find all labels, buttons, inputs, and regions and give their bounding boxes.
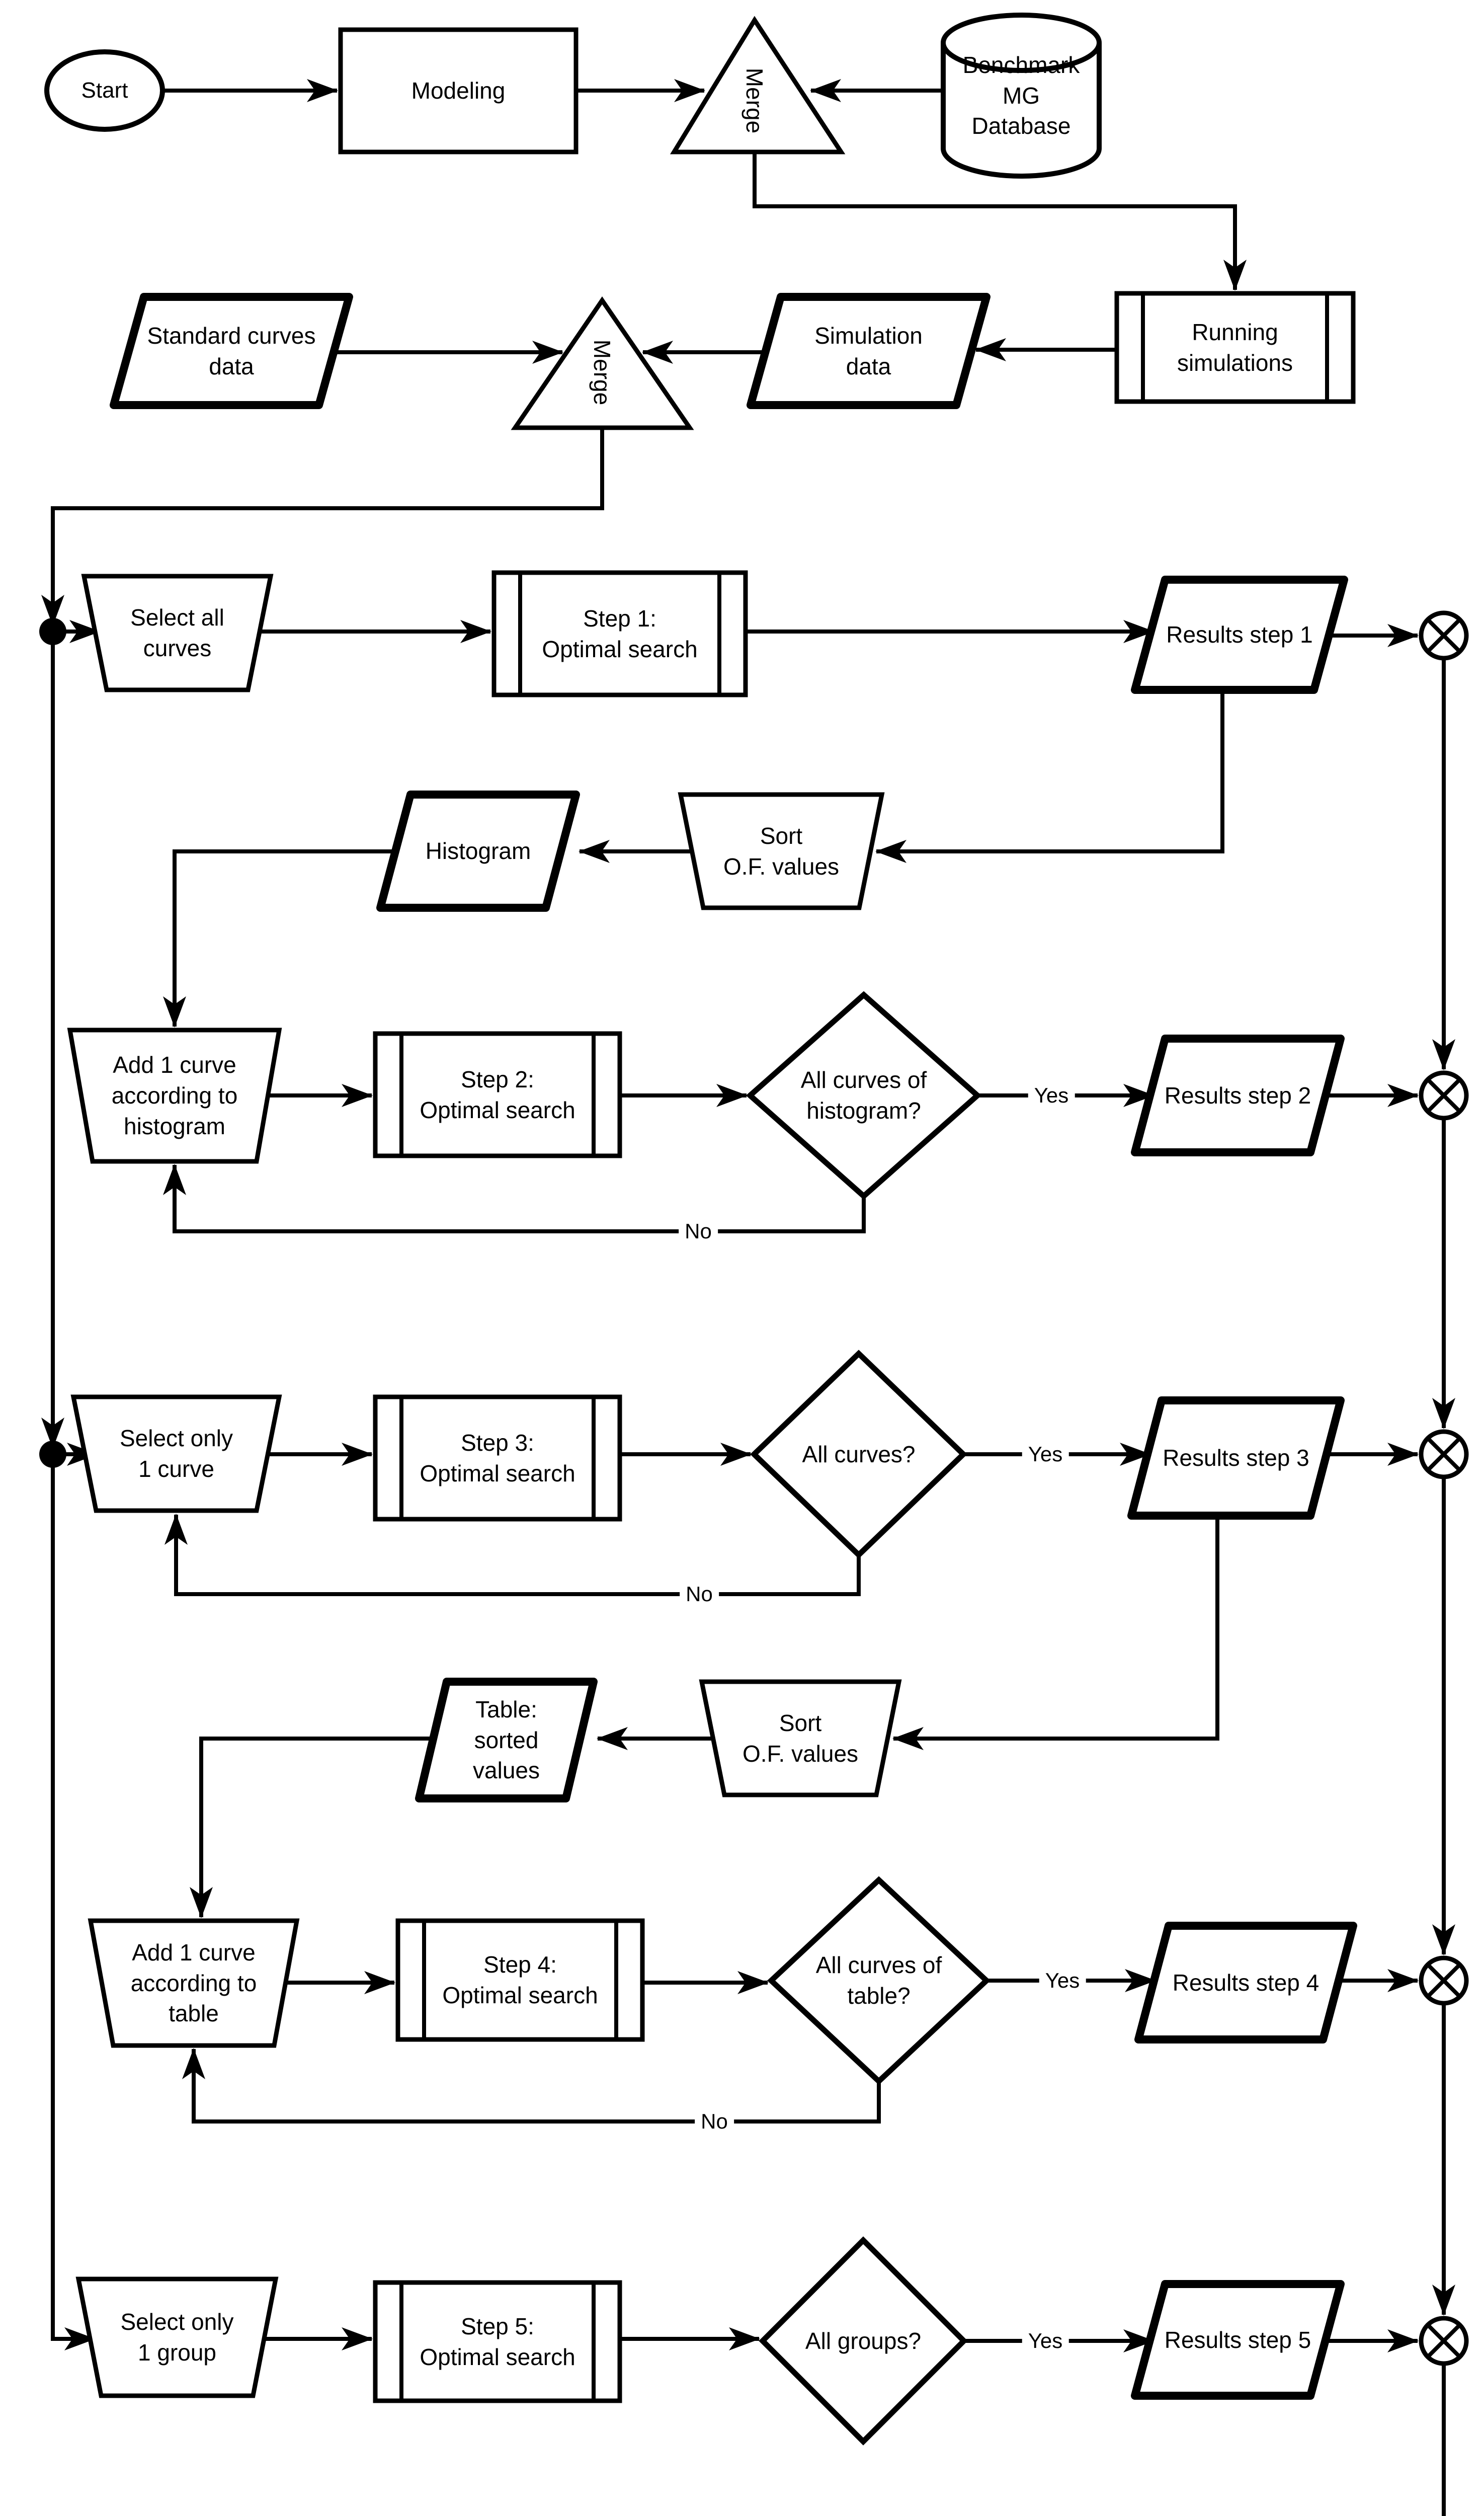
decision-all-curves-histogram — [746, 991, 982, 1200]
connector-table-to-add1-table — [190, 1737, 434, 1918]
rail-junction-2 — [39, 1441, 66, 1468]
connector-decision2-no-loop — [163, 1164, 866, 1233]
connector-merge1-to-running-simulations — [753, 152, 1247, 291]
connector-decision4-no-loop — [182, 2048, 881, 2124]
start-terminator — [44, 49, 165, 132]
benchmark-mg-database — [941, 13, 1102, 179]
connector-x5 — [1419, 2316, 1469, 2366]
step2-optimal-search — [373, 1031, 622, 1158]
results-step-2 — [1131, 1035, 1345, 1156]
running-simulations-process — [1114, 291, 1356, 404]
decision-all-curves — [750, 1350, 967, 1559]
connector-left-rail-to-select-1-group — [51, 1454, 96, 2350]
rail-junction-1 — [39, 618, 66, 645]
merge-junction-top — [670, 16, 846, 154]
connector-results1-to-sort1 — [875, 690, 1224, 863]
connector-layer — [41, 79, 1455, 2516]
step1-optimal-search — [491, 570, 748, 697]
step5-optimal-search — [373, 2280, 622, 2403]
connector-x1 — [1419, 610, 1469, 661]
histogram-data — [376, 791, 580, 912]
standard-curves-data — [110, 293, 353, 409]
connector-x4 — [1419, 1955, 1469, 2006]
merge-junction-second — [511, 296, 694, 430]
results-step-3 — [1127, 1396, 1345, 1520]
connector-histogram-to-add1-histogram — [163, 849, 395, 1028]
connector-merge2-to-left-rail — [41, 428, 604, 626]
results-step-1 — [1131, 576, 1348, 694]
add-1-curve-histogram — [67, 1028, 282, 1164]
sort-of-values-2 — [699, 1679, 902, 1797]
connector-x5-to-all-results — [1442, 2364, 1446, 2516]
decision-all-groups — [759, 2236, 968, 2446]
results-step-5 — [1131, 2280, 1345, 2400]
select-only-1-curve — [70, 1394, 282, 1513]
step4-optimal-search — [395, 1918, 645, 2042]
modeling-process — [338, 27, 579, 154]
simulation-data — [747, 293, 991, 409]
add-1-curve-table — [88, 1918, 300, 2048]
select-all-curves — [81, 574, 274, 692]
table-sorted-values — [415, 1678, 598, 1802]
connector-results3-to-sort2 — [892, 1516, 1219, 1750]
decision-all-curves-table — [767, 1876, 991, 2085]
connector-x2 — [1419, 1070, 1469, 1121]
shape-layer — [39, 13, 1469, 2446]
sort-of-values-1 — [678, 792, 885, 910]
select-only-1-group — [75, 2276, 279, 2398]
step3-optimal-search — [373, 1394, 622, 1522]
connector-x3 — [1419, 1429, 1469, 1479]
connector-decision3-no-loop — [164, 1514, 861, 1596]
results-step-4 — [1134, 1922, 1357, 2043]
